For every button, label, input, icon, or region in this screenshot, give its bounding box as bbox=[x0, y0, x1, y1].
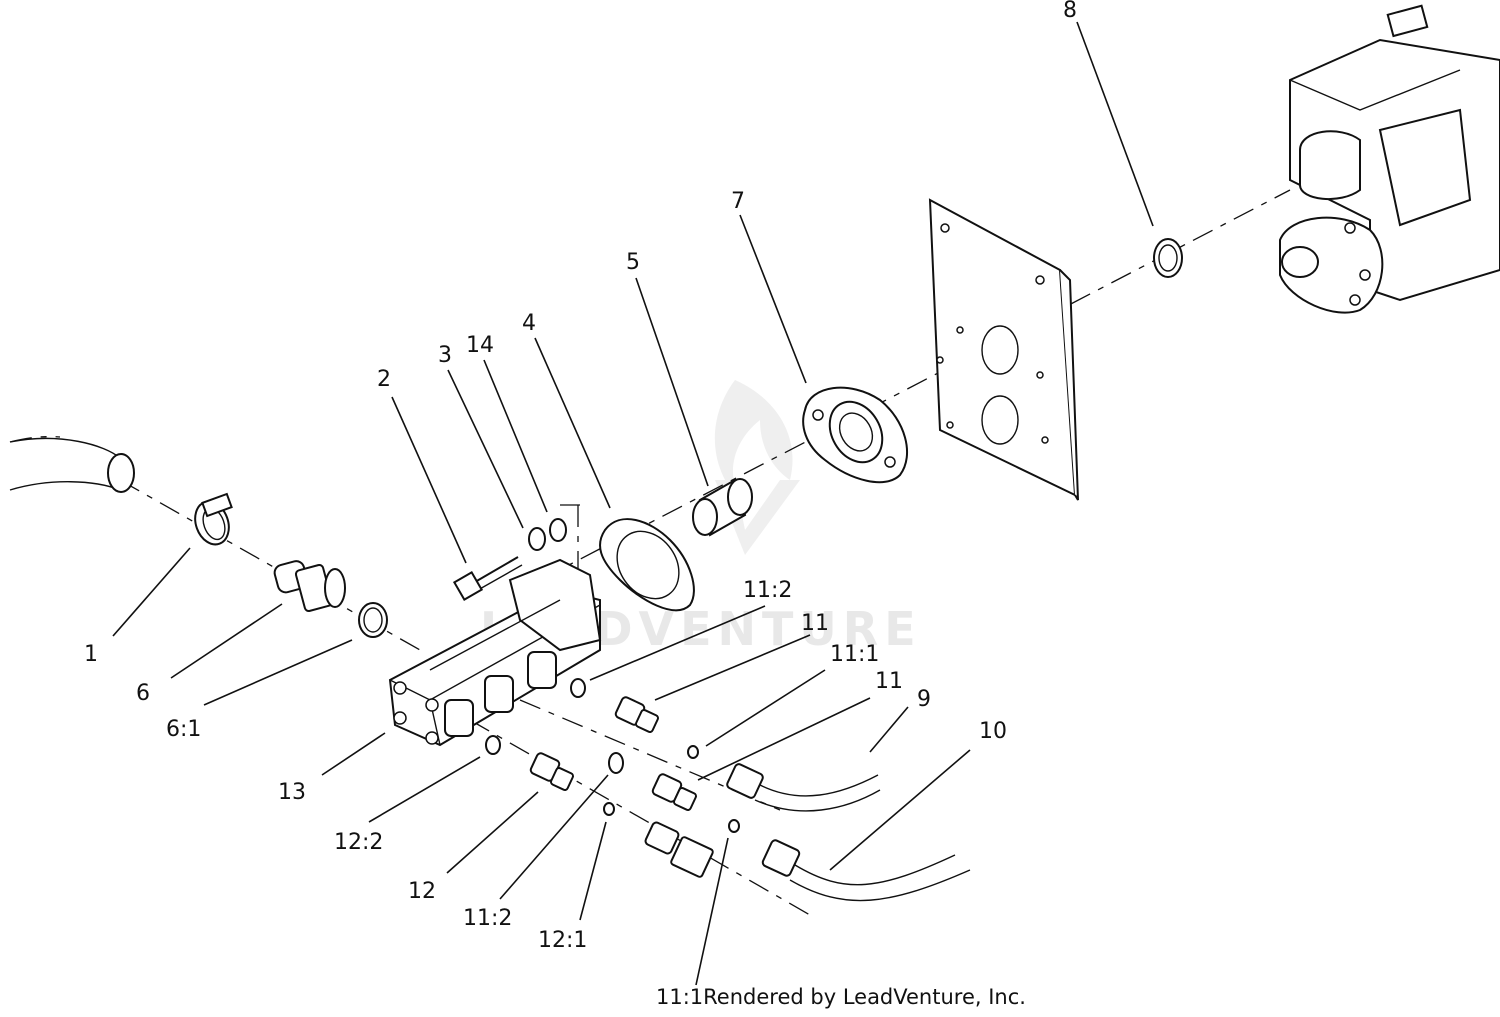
part-gasket bbox=[599, 518, 695, 612]
callout-labels: 1 6 6:1 13 12:2 12 11:2 12:1 2 3 14 4 5 … bbox=[84, 0, 1077, 953]
part-o-ring-12-1 bbox=[603, 802, 615, 816]
part-swivel-fitting bbox=[644, 821, 714, 878]
callout-13: 13 bbox=[278, 780, 306, 805]
callout-11-2-bottom: 11:2 bbox=[463, 906, 512, 931]
callout-5: 5 bbox=[626, 250, 640, 275]
part-coupler bbox=[692, 478, 753, 537]
leader-lines bbox=[112, 21, 1154, 986]
part-o-ring-11-1-top bbox=[687, 745, 699, 759]
part-bearing-flange bbox=[802, 386, 909, 484]
part-o-ring-11-2-top bbox=[570, 678, 586, 698]
callout-2: 2 bbox=[377, 367, 391, 392]
render-credit: 11:1Rendered by LeadVenture, Inc. bbox=[656, 985, 1026, 1009]
part-bolt bbox=[452, 556, 523, 602]
part-tube-10 bbox=[761, 839, 971, 902]
callout-6-1: 6:1 bbox=[166, 717, 201, 742]
callout-12-1: 12:1 bbox=[538, 928, 587, 953]
callout-6: 6 bbox=[136, 681, 150, 706]
callout-11-top: 11 bbox=[801, 611, 829, 636]
callout-12: 12 bbox=[408, 879, 436, 904]
callout-1: 1 bbox=[84, 642, 98, 667]
part-tube-9 bbox=[726, 763, 881, 812]
part-hydraulic-pump bbox=[388, 558, 602, 747]
part-mounting-plate bbox=[928, 198, 1079, 501]
part-washer-14 bbox=[549, 518, 567, 542]
part-o-ring-11-1-bottom bbox=[728, 819, 740, 833]
callout-10: 10 bbox=[979, 719, 1007, 744]
callout-8: 8 bbox=[1063, 0, 1077, 23]
callout-3: 3 bbox=[438, 343, 452, 368]
callout-11-1: 11:1 bbox=[830, 642, 879, 667]
callout-14: 14 bbox=[466, 333, 494, 358]
part-fitting-11-top bbox=[614, 696, 659, 733]
callout-9: 9 bbox=[917, 687, 931, 712]
part-o-ring-11-2-bottom bbox=[608, 752, 624, 774]
part-fitting-11-bottom bbox=[651, 773, 697, 811]
callout-4: 4 bbox=[522, 311, 536, 336]
callout-11-bottom: 11 bbox=[875, 669, 903, 694]
part-o-ring-12-2 bbox=[485, 735, 501, 755]
part-washer-3 bbox=[528, 527, 546, 551]
part-fitting-12 bbox=[529, 752, 574, 791]
part-hose-clamp bbox=[194, 492, 233, 546]
callout-12-2: 12:2 bbox=[334, 830, 383, 855]
part-hose bbox=[9, 436, 135, 493]
part-fitting bbox=[273, 560, 346, 613]
part-transmission-housing bbox=[1279, 4, 1500, 314]
callout-7: 7 bbox=[731, 189, 745, 214]
callout-11-2-top: 11:2 bbox=[743, 578, 792, 603]
assembly-axis-lines bbox=[119, 189, 1291, 916]
